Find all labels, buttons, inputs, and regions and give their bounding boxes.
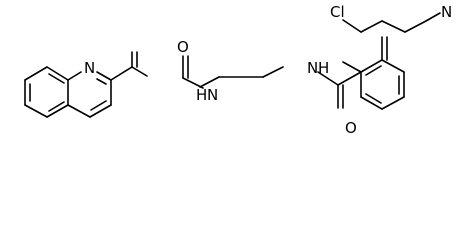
left-amide-group: [110, 51, 148, 81]
molecule-canvas: N O N H N H O Cl N: [24, 3, 453, 137]
right-amide-nitrogen-label: N: [307, 59, 318, 77]
quinoline-benzene-ring: [24, 66, 69, 118]
left-amide-nitrogen-label: N: [207, 86, 218, 104]
ethylene-linker: [199, 66, 284, 88]
molecule-structure: N O N H N H O Cl N: [24, 3, 452, 137]
quinoline-pyridine-ring: [67, 71, 112, 118]
pyridine-nitrogen-label: N: [441, 3, 452, 21]
right-amide-group: [317, 71, 362, 109]
right-amide-hydrogen-label: H: [318, 59, 329, 77]
right-carbonyl-oxygen-label: O: [345, 119, 357, 137]
chlorine-label: Cl: [330, 3, 345, 21]
label-attached-bonds: [182, 12, 441, 89]
left-carbonyl-oxygen-label: O: [177, 38, 189, 56]
chloropyridine-ring: [342, 36, 405, 110]
quinoline-nitrogen-label: N: [84, 59, 95, 77]
left-amide-hydrogen-label: H: [196, 86, 207, 104]
